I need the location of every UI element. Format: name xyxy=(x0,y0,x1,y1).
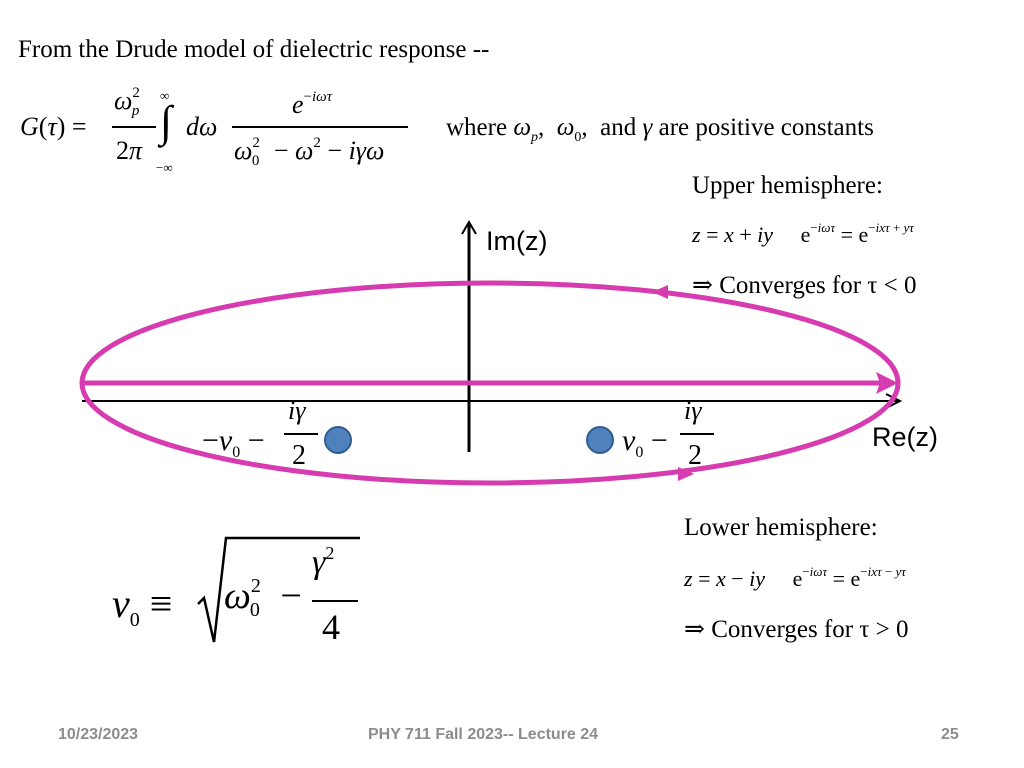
g-of-tau: G(τ) = xyxy=(20,112,87,141)
upper-conclusion: ⇒ Converges for τ < 0 xyxy=(692,272,917,299)
footer-course: PHY 711 Fall 2023-- Lecture 24 xyxy=(368,726,599,743)
four-denominator: 4 xyxy=(322,607,340,647)
pole-right-fraction-bar xyxy=(680,433,714,435)
nu0: ν0 − xyxy=(622,424,668,461)
integral-lower-limit: −∞ xyxy=(156,160,173,175)
fraction-bar xyxy=(112,126,156,128)
upper-hemisphere-heading: Upper hemisphere: xyxy=(692,172,883,199)
pole-left-fraction-bar xyxy=(284,433,318,435)
real-axis-label: Re(z) xyxy=(872,422,938,452)
integral-sign: ∫ xyxy=(160,97,173,146)
numerator-exponential: e−iωτ xyxy=(292,89,333,119)
contour-arrow-lower xyxy=(678,467,694,481)
i-gamma-numerator-right: iγ xyxy=(684,396,702,425)
constants-note: where ωp, ω0, and γ are positive constan… xyxy=(446,114,874,145)
integrand-fraction-bar xyxy=(232,126,408,128)
contour-arrow-upper xyxy=(652,285,668,299)
pole-left xyxy=(324,426,352,454)
imaginary-axis-label: Im(z) xyxy=(486,226,548,256)
lower-substitution: z = x − iy e−iωτ = e−ixτ − yτ xyxy=(684,564,906,591)
footer-page-number: 25 xyxy=(941,726,959,743)
pole-right xyxy=(586,426,614,454)
nu0-symbol: ν0 ≡ xyxy=(112,581,173,631)
two-denominator: 2 xyxy=(292,440,306,471)
minus-nu0: −ν0 − xyxy=(202,424,265,461)
integrand-denominator: ω20 − ω2 − iγω xyxy=(234,135,385,169)
upper-substitution: z = x + iy e−iωτ = e−ixτ + yτ xyxy=(692,220,914,247)
contour-arrow-right xyxy=(876,372,898,394)
two-denominator-right: 2 xyxy=(688,440,702,471)
imaginary-axis-arrowhead xyxy=(461,220,477,235)
omega-p-squared: ω2p xyxy=(114,85,140,119)
lower-hemisphere-heading: Lower hemisphere: xyxy=(684,514,878,541)
gamma-squared: γ2 xyxy=(312,543,335,581)
i-gamma-numerator: iγ xyxy=(288,396,306,425)
lower-conclusion: ⇒ Converges for τ > 0 xyxy=(684,616,909,643)
slide-title: From the Drude model of dielectric respo… xyxy=(18,36,490,63)
d-omega: dω xyxy=(186,112,218,141)
footer-date: 10/23/2023 xyxy=(58,726,139,743)
integral-upper-limit: ∞ xyxy=(160,88,170,103)
gamma-fraction-bar xyxy=(312,600,358,602)
two-pi: 2π xyxy=(116,136,143,165)
omega0-squared: ω20 − xyxy=(224,575,302,621)
